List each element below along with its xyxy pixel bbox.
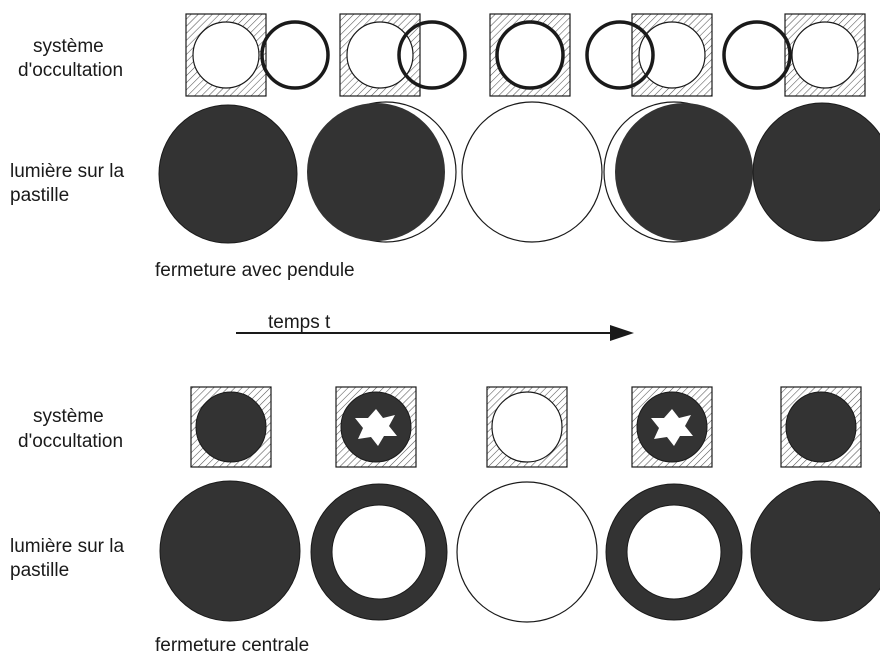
bottom-light-pad-2 — [310, 483, 448, 621]
arrow-head-icon — [610, 325, 634, 341]
iris-aperture-icon — [355, 409, 397, 446]
top-occultation-frame-1 — [185, 13, 330, 97]
top-caption: fermeture avec pendule — [155, 260, 355, 281]
top-pendulum-disc-1 — [260, 20, 330, 90]
top-light-label-line1: lumière sur la — [10, 161, 124, 182]
time-arrow — [236, 325, 634, 341]
iris-aperture-icon — [651, 409, 693, 446]
bottom-caption: fermeture centrale — [155, 635, 309, 656]
top-occultation-frame-4 — [585, 13, 713, 97]
time-arrow-label: temps t — [268, 312, 331, 333]
top-occultation-frame-3 — [489, 13, 571, 97]
top-light-pad-2 — [307, 101, 457, 243]
bottom-light-pad-5 — [750, 480, 880, 622]
top-light-label-line2: pastille — [10, 185, 69, 206]
bottom-light-label-line2: pastille — [10, 560, 69, 581]
top-light-pad-3 — [461, 101, 603, 243]
top-light-pad-1 — [158, 104, 298, 244]
bottom-occultation-label-line1: système — [33, 406, 104, 427]
bottom-occultation-frame-2 — [335, 386, 417, 468]
bottom-light-pad-3 — [456, 481, 598, 623]
bottom-occultation-frame-5 — [780, 386, 862, 468]
bottom-light-pad-1 — [159, 480, 301, 622]
top-occultation-label-line1: système — [33, 36, 104, 57]
bottom-light-label-line1: lumière sur la — [10, 536, 124, 557]
top-occultation-frame-5 — [722, 13, 866, 97]
top-pendulum-disc-4 — [585, 20, 655, 90]
bottom-occultation-frame-4 — [631, 386, 713, 468]
top-light-pad-5 — [752, 102, 880, 242]
top-pendulum-disc-3 — [495, 20, 565, 90]
bottom-light-pad-4 — [605, 483, 743, 621]
bottom-occultation-frame-1 — [190, 386, 272, 468]
top-pendulum-disc-2 — [397, 20, 467, 90]
top-pendulum-disc-5 — [722, 20, 792, 90]
bottom-occultation-frame-3 — [486, 386, 568, 468]
top-occultation-frame-2 — [339, 13, 467, 97]
top-occultation-label-line2: d'occultation — [18, 60, 123, 81]
bottom-occultation-label-line2: d'occultation — [18, 431, 123, 452]
top-light-pad-4 — [603, 101, 753, 243]
